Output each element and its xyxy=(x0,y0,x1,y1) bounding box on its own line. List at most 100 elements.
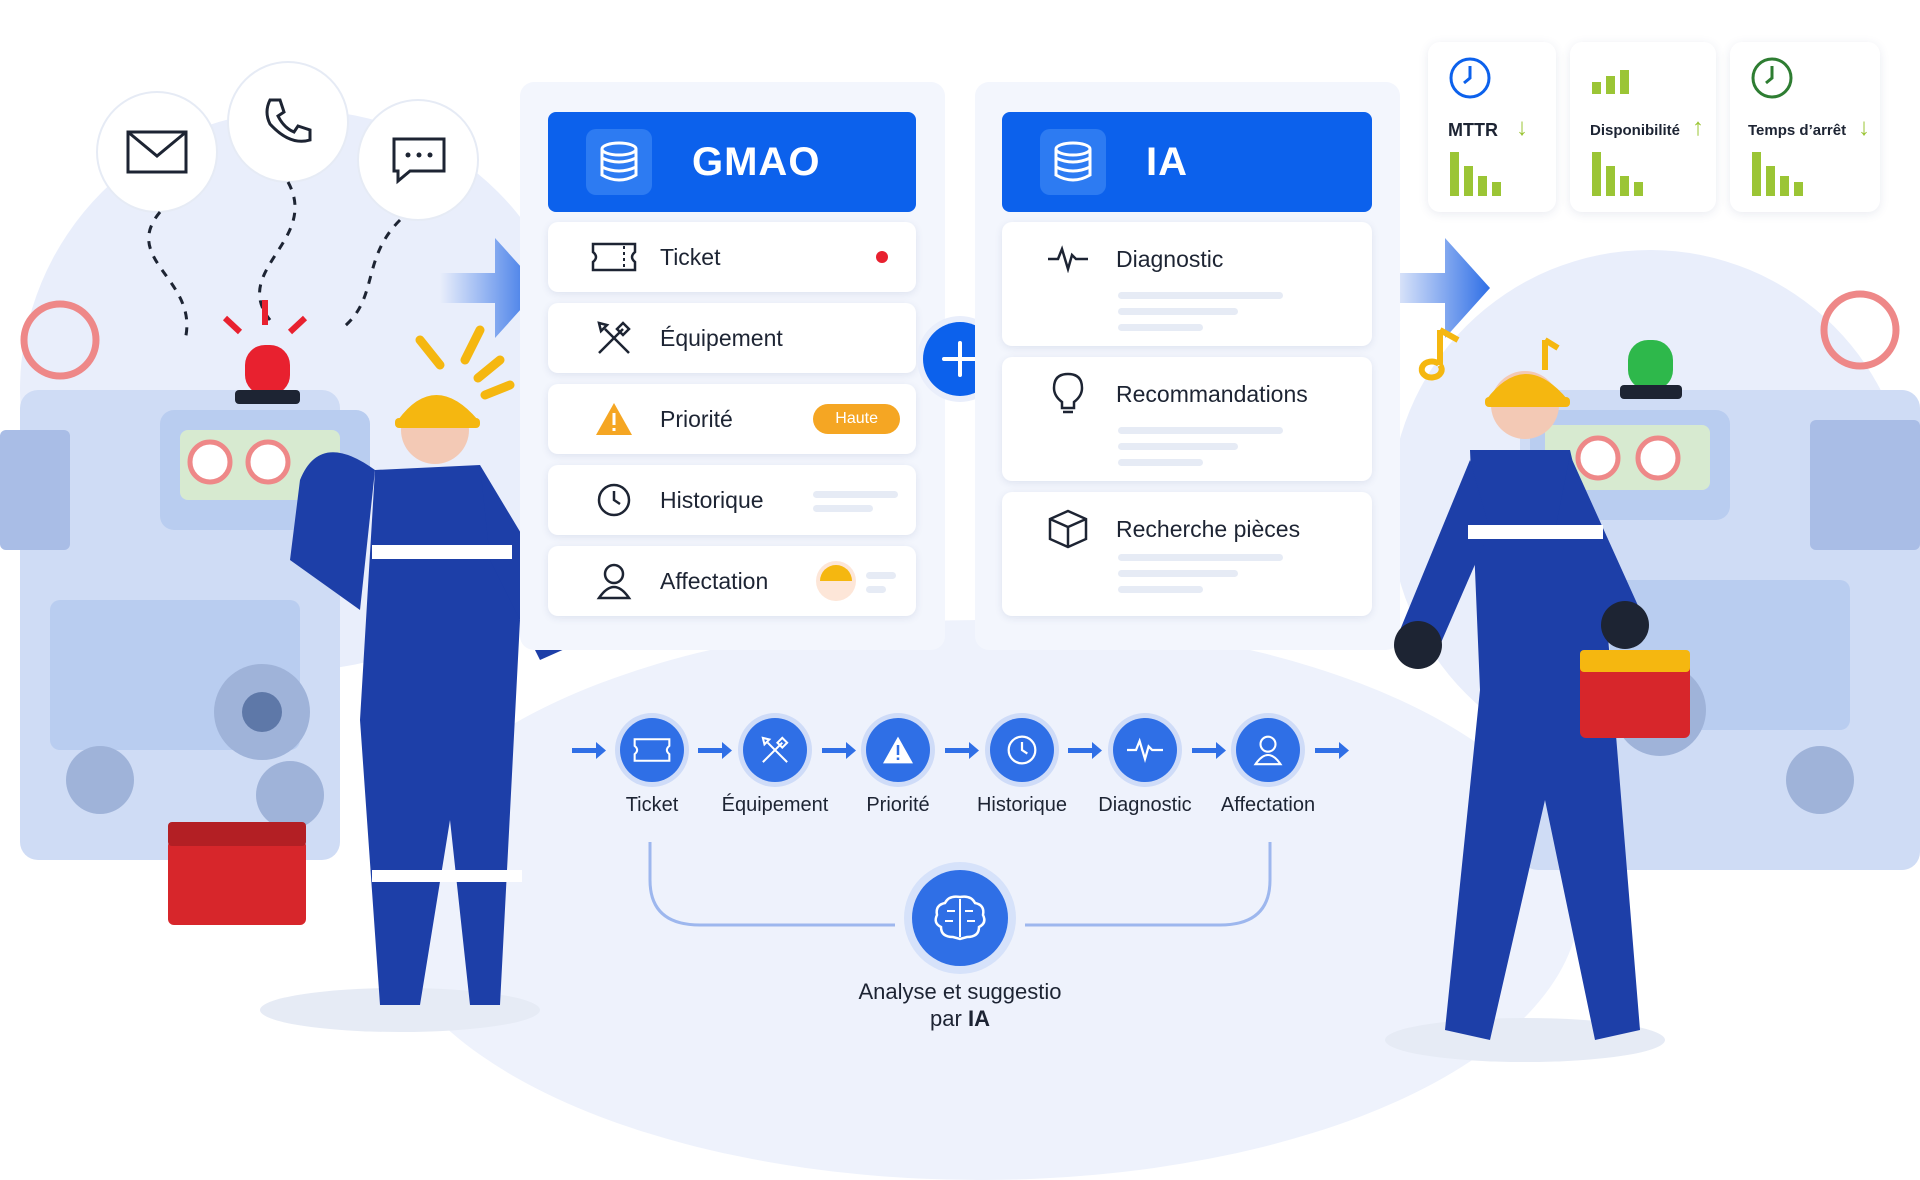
metric-bar xyxy=(1620,176,1629,196)
trend-up-icon: ↑ xyxy=(1692,114,1704,141)
placeholder-line xyxy=(1118,308,1238,315)
warning-icon xyxy=(883,736,913,764)
flow-label: Équipement xyxy=(721,794,829,816)
clock-icon xyxy=(590,476,638,524)
avatar xyxy=(816,561,856,601)
flow-node-historique xyxy=(990,718,1054,782)
metric-card-temps-arret: Temps d’arrêt ↓ xyxy=(1730,42,1880,212)
placeholder-line xyxy=(1118,570,1238,577)
metric-bar xyxy=(1464,166,1473,196)
metric-bar xyxy=(1450,152,1459,196)
ia-title: IA xyxy=(1146,139,1188,184)
ia-row-recommandations[interactable]: Recommandations xyxy=(1002,357,1372,481)
box-icon xyxy=(1048,509,1088,549)
flow-label: Ticket xyxy=(625,794,679,816)
row-label: Affectation xyxy=(660,567,769,594)
row-label: Équipement xyxy=(660,324,783,351)
metric-label: MTTR xyxy=(1448,120,1498,140)
arrow-right-icon xyxy=(1390,238,1490,338)
trend-down-icon: ↓ xyxy=(1858,114,1870,141)
placeholder-line xyxy=(1118,324,1203,331)
user-icon xyxy=(590,557,638,605)
flow-bracket xyxy=(648,842,1272,927)
row-label: Historique xyxy=(660,486,764,513)
placeholder-line xyxy=(1118,427,1283,434)
gmao-row-affectation[interactable]: Affectation xyxy=(548,546,916,616)
trend-down-icon: ↓ xyxy=(1516,114,1528,141)
placeholder-line xyxy=(1118,443,1238,450)
gmao-row-priorite[interactable]: Priorité Haute xyxy=(548,384,916,454)
gmao-row-ticket[interactable]: Ticket xyxy=(548,222,916,292)
ticket-icon xyxy=(633,738,671,762)
gmao-row-equipement[interactable]: Équipement xyxy=(548,303,916,373)
placeholder-line xyxy=(866,586,886,593)
flow-label: Diagnostic xyxy=(1098,794,1192,816)
warning-icon xyxy=(590,395,638,443)
lightbulb-icon xyxy=(1052,372,1086,416)
clock-icon xyxy=(1751,57,1793,99)
metric-bar xyxy=(1620,70,1629,94)
flow-label: Priorité xyxy=(866,794,930,816)
placeholder-line xyxy=(1118,459,1203,466)
phone-icon xyxy=(265,98,312,143)
analysis-caption: Analyse et suggestio par IA xyxy=(760,978,1160,1032)
metric-bar xyxy=(1606,76,1615,94)
metric-card-disponibilite: Disponibilité ↑ xyxy=(1570,42,1716,212)
flow-label: Historique xyxy=(976,794,1068,816)
row-label: Recherche pièces xyxy=(1116,515,1301,542)
row-label: Recommandations xyxy=(1116,380,1308,407)
analysis-line-2: par IA xyxy=(930,1006,990,1031)
gmao-row-historique[interactable]: Historique xyxy=(548,465,916,535)
placeholder-line xyxy=(866,572,896,579)
ticket-icon xyxy=(590,233,638,281)
arrow-right-icon xyxy=(440,238,540,338)
placeholder-line xyxy=(813,491,898,498)
database-icon xyxy=(1040,129,1106,195)
right-illustration xyxy=(1385,290,1920,1062)
metric-bar xyxy=(1492,182,1501,196)
flow-node-diagnostic xyxy=(1113,718,1177,782)
row-label: Ticket xyxy=(660,243,721,270)
metric-bar xyxy=(1592,82,1601,94)
flow-label: Affectation xyxy=(1220,794,1316,816)
metric-bar xyxy=(1592,152,1601,196)
row-label: Priorité xyxy=(660,405,733,432)
metric-label: Temps d’arrêt xyxy=(1748,122,1847,139)
gmao-header: GMAO xyxy=(548,112,916,212)
placeholder-line xyxy=(1118,292,1283,299)
metric-bar xyxy=(1766,166,1775,196)
brain-icon xyxy=(934,895,986,941)
clock-icon xyxy=(1449,57,1491,99)
flow-node-ticket xyxy=(620,718,684,782)
placeholder-line xyxy=(813,505,873,512)
analysis-line-1: Analyse et suggestio xyxy=(858,979,1062,1004)
clock-icon xyxy=(1007,735,1037,765)
ia-header: IA xyxy=(1002,112,1372,212)
placeholder-line xyxy=(1118,586,1203,593)
metric-bar xyxy=(1606,166,1615,196)
pulse-icon xyxy=(1127,737,1163,763)
gmao-title: GMAO xyxy=(692,139,821,184)
placeholder-line xyxy=(1118,554,1283,561)
flow-node-equipement xyxy=(743,718,807,782)
database-icon xyxy=(586,129,652,195)
tools-icon xyxy=(590,314,638,362)
metric-bar xyxy=(1794,182,1803,196)
metric-label: Disponibilité xyxy=(1590,122,1680,139)
envelope-icon xyxy=(126,130,188,174)
metric-bar xyxy=(1634,182,1643,196)
ai-brain-node xyxy=(912,870,1008,966)
chat-icon xyxy=(392,137,446,185)
metric-bar xyxy=(1780,176,1789,196)
ia-row-recherche-pieces[interactable]: Recherche pièces xyxy=(1002,492,1372,616)
status-dot xyxy=(876,251,888,263)
left-illustration xyxy=(0,61,585,1032)
user-icon xyxy=(1253,735,1283,766)
ia-row-diagnostic[interactable]: Diagnostic xyxy=(1002,222,1372,346)
metric-bar xyxy=(1752,152,1761,196)
flow-node-affectation xyxy=(1236,718,1300,782)
priority-badge: Haute xyxy=(813,404,900,434)
metric-card-mttr: MTTR ↓ xyxy=(1428,42,1556,212)
tools-icon xyxy=(761,736,789,763)
flow-connectors xyxy=(572,742,1349,759)
